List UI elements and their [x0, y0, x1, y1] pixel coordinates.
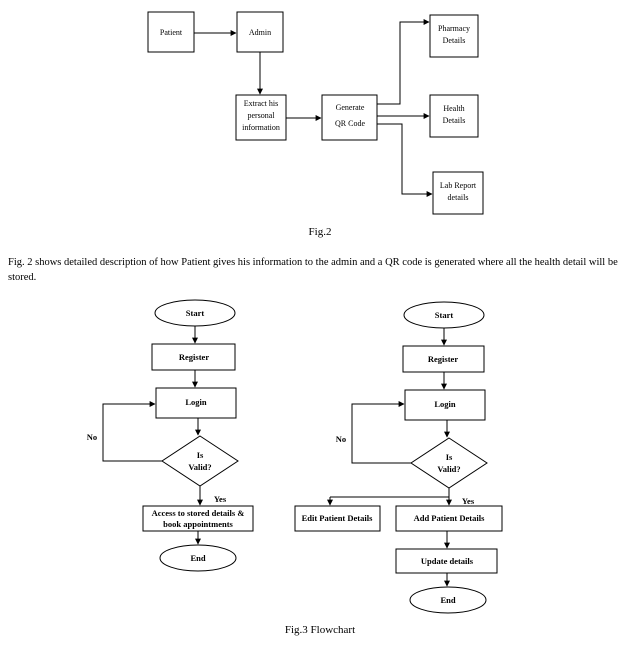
left-no-label: No: [87, 432, 97, 442]
lab-label-1: Lab Report: [440, 181, 477, 190]
arrow-generate-pharmacy: [377, 19, 430, 105]
arrow-generate-lab: [377, 123, 433, 197]
left-valid-label-2: Valid?: [188, 462, 211, 472]
fig2-caption: Fig.2: [309, 226, 332, 238]
left-register-label: Register: [179, 352, 209, 362]
fig2-description-paragraph: Fig. 2 shows detailed description of how…: [8, 257, 618, 283]
right-start-label: Start: [435, 310, 454, 320]
left-login-label: Login: [185, 397, 207, 407]
patient-box: [147, 11, 195, 53]
right-edit-box: [294, 505, 381, 532]
admin-box: [236, 11, 284, 53]
right-update-label: Update details: [421, 556, 474, 566]
extract-box: [235, 94, 287, 141]
left-access-label-1: Access to stored details &: [152, 508, 245, 518]
lab-label-2: details: [448, 193, 469, 202]
right-register-label: Register: [428, 354, 458, 364]
right-add-box: [395, 505, 503, 532]
extract-label-2: personal: [247, 111, 275, 120]
right-valid-label-1: Is: [446, 452, 453, 462]
right-login-box: [404, 389, 486, 421]
right-end-oval: [409, 586, 487, 614]
fig3-left-labels: Start Register Login Is Valid? No Yes Ac…: [87, 308, 245, 563]
right-valid-label-2: Valid?: [437, 464, 460, 474]
right-login-label: Login: [434, 399, 456, 409]
left-yes-label: Yes: [214, 494, 227, 504]
right-end-label: End: [440, 595, 455, 605]
fig3-right-flowchart: [294, 301, 503, 614]
generate-box: [321, 94, 378, 141]
generate-label-2: QR Code: [335, 119, 365, 128]
lab-box: [432, 171, 484, 215]
left-valid-label-1: Is: [197, 450, 204, 460]
right-valid-diamond: [410, 437, 488, 489]
right-edit-label: Edit Patient Details: [302, 513, 374, 523]
left-login-box: [155, 387, 237, 419]
fig2-labels: Patient Admin Extract his personal infor…: [160, 24, 477, 238]
right-no-label: No: [336, 434, 346, 444]
health-label-2: Details: [443, 116, 466, 125]
pharmacy-box: [429, 14, 479, 58]
pharmacy-label-2: Details: [443, 36, 466, 45]
right-register-box: [402, 345, 485, 373]
fig3-caption: Fig.3 Flowchart: [285, 624, 355, 636]
fig2-diagram: [147, 11, 484, 215]
right-arrow-no-loop: [351, 401, 411, 464]
left-valid-diamond: [161, 435, 239, 487]
health-box: [429, 94, 479, 138]
right-add-label: Add Patient Details: [414, 513, 486, 523]
left-access-label-2: book appointments: [163, 519, 233, 529]
left-end-label: End: [190, 553, 205, 563]
left-end-oval: [159, 544, 237, 572]
generate-label-1: Generate: [336, 103, 365, 112]
patient-label: Patient: [160, 28, 183, 37]
pharmacy-label-1: Pharmacy: [438, 24, 470, 33]
extract-label-1: Extract his: [244, 99, 278, 108]
left-arrow-no-loop: [102, 401, 162, 462]
admin-label: Admin: [249, 28, 271, 37]
fig3-left-flowchart: [102, 299, 254, 572]
extract-label-3: information: [242, 123, 280, 132]
right-update-box: [395, 548, 498, 574]
health-label-1: Health: [443, 104, 464, 113]
left-start-label: Start: [186, 308, 205, 318]
left-register-box: [151, 343, 236, 371]
fig3-right-labels: Start Register Login Is Valid? No Yes Ed…: [302, 310, 486, 605]
right-yes-label: Yes: [462, 496, 475, 506]
